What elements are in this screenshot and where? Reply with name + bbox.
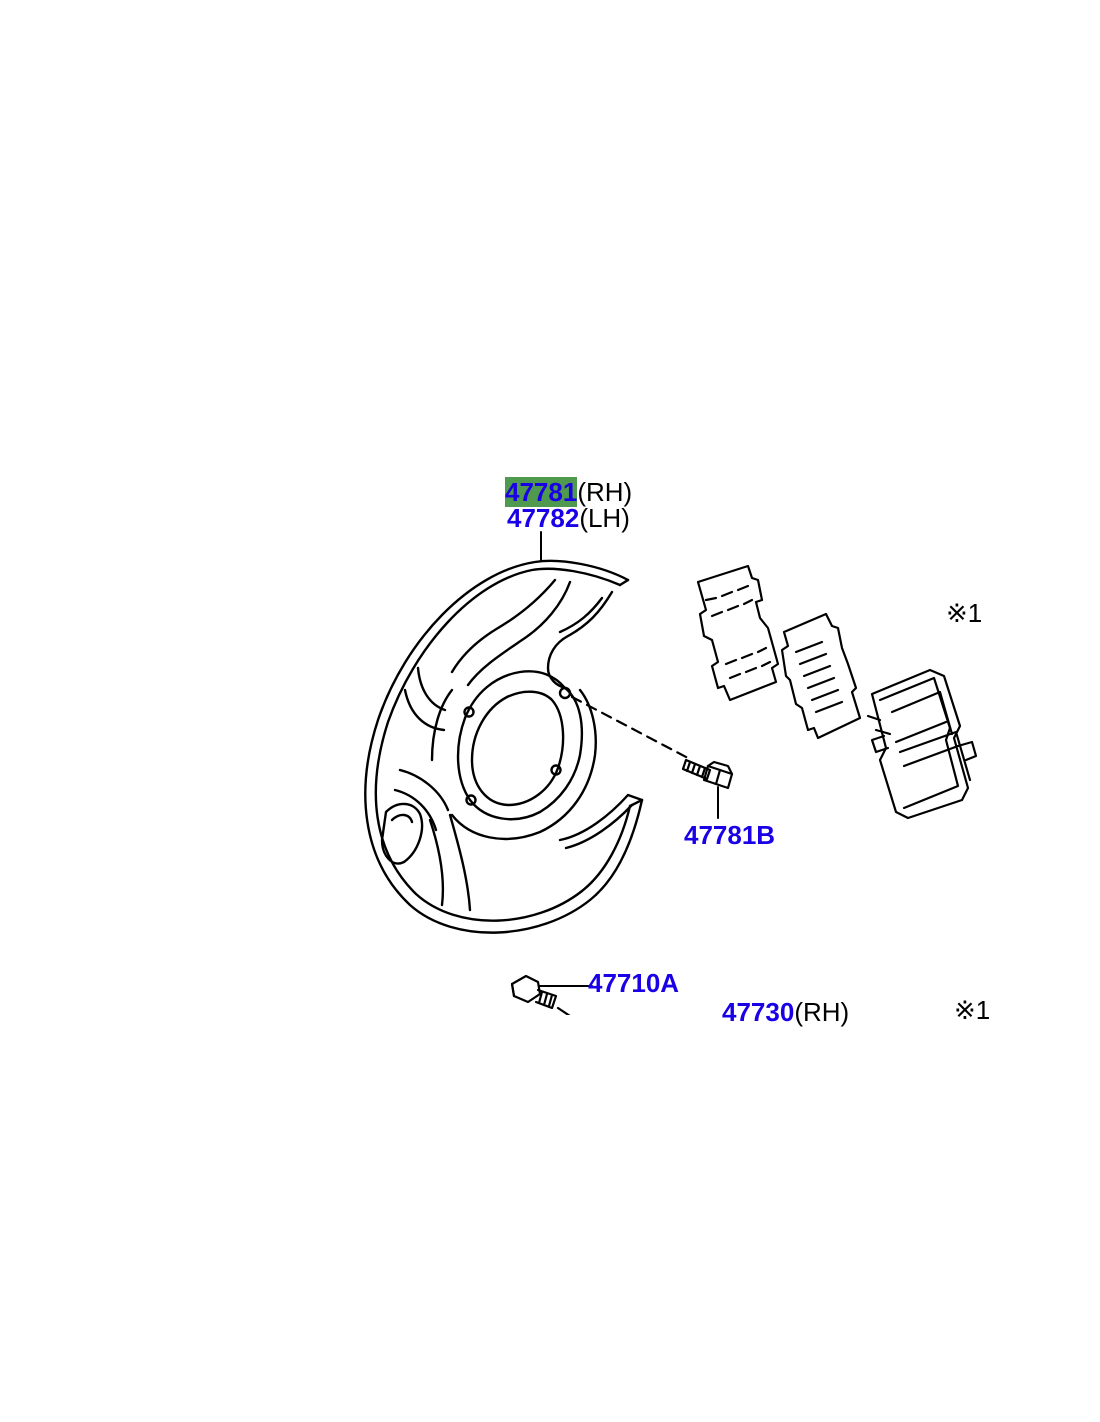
brake-pad-shims-drawing [696, 564, 978, 820]
part-link-47730[interactable]: 47730 [722, 997, 795, 1027]
lower-note-label: ※1 [954, 995, 991, 1025]
pad-note-label: ※1 [946, 598, 983, 628]
cover-lh-label: 47782(LH) [507, 503, 630, 533]
part-link-47710a[interactable]: 47710A [588, 968, 680, 998]
lower-bolt-drawing [510, 974, 593, 1015]
part-link-47781[interactable]: 47781 [505, 477, 578, 507]
side-lh-text: (LH) [579, 503, 630, 533]
lower-bolt-label: 47710A [588, 968, 679, 998]
cover-rh-label: 47781(RH) [505, 477, 632, 507]
part-link-47782[interactable]: 47782 [507, 503, 580, 533]
bolt-label: 47781B [684, 820, 775, 850]
side-rh-text: (RH) [577, 477, 633, 507]
part-link-47781b[interactable]: 47781B [684, 820, 776, 850]
dust-cover-drawing [364, 531, 644, 934]
bolt-drawing [681, 758, 734, 819]
caliper-side-text: (RH) [794, 997, 850, 1027]
caliper-label: 47730(RH) [722, 997, 849, 1027]
bolt-guide-line [570, 695, 690, 760]
